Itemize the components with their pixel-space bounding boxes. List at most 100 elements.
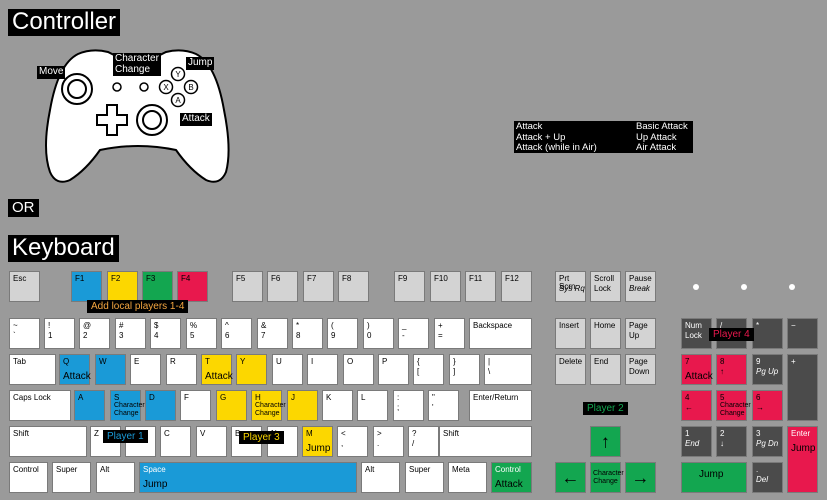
key-f8[interactable]: F8 (338, 271, 369, 302)
key-o[interactable]: O (343, 354, 374, 385)
key-esc[interactable]: Esc (9, 271, 40, 302)
key-f9[interactable]: F9 (394, 271, 425, 302)
key-tab[interactable]: Tab (9, 354, 56, 385)
key-right-shift[interactable]: Shift (439, 426, 532, 457)
key-g[interactable]: G (216, 390, 247, 421)
key-minus[interactable]: _- (398, 318, 429, 349)
key-9[interactable]: (9 (327, 318, 358, 349)
key-w[interactable]: W (95, 354, 126, 385)
key-f5[interactable]: F5 (232, 271, 263, 302)
key-8[interactable]: *8 (292, 318, 323, 349)
key-rbracket[interactable]: }] (449, 354, 480, 385)
key-j[interactable]: J (287, 390, 318, 421)
key-e[interactable]: E (130, 354, 161, 385)
key-3[interactable]: #3 (115, 318, 146, 349)
key-arrow-up[interactable]: ↑ (590, 426, 621, 457)
key-right-alt[interactable]: Alt (361, 462, 400, 493)
key-f10[interactable]: F10 (430, 271, 461, 302)
key-equal[interactable]: += (434, 318, 465, 349)
key-num-2[interactable]: 2↓ (716, 426, 747, 457)
key-y[interactable]: Y (236, 354, 267, 385)
key-f6[interactable]: F6 (267, 271, 298, 302)
key-7[interactable]: &7 (257, 318, 288, 349)
key-num-dot[interactable]: .Del (752, 462, 783, 493)
key-backslash[interactable]: |\ (484, 354, 532, 385)
key-4[interactable]: $4 (150, 318, 181, 349)
key-delete[interactable]: Delete (555, 354, 586, 385)
key-u[interactable]: U (272, 354, 303, 385)
key-insert[interactable]: Insert (555, 318, 586, 349)
key-left-super[interactable]: Super (52, 462, 91, 493)
key-left-shift[interactable]: Shift (9, 426, 87, 457)
key-home[interactable]: Home (590, 318, 621, 349)
key-f[interactable]: F (180, 390, 211, 421)
key-num-minus[interactable]: − (787, 318, 818, 349)
key-k[interactable]: K (322, 390, 353, 421)
key-6[interactable]: ^6 (221, 318, 252, 349)
key-tilde[interactable]: ~` (9, 318, 40, 349)
key-arrow-left[interactable]: ← (555, 462, 586, 493)
key-quote[interactable]: "' (428, 390, 459, 421)
key-arrow-down[interactable]: Character Change (590, 462, 624, 493)
key-f12[interactable]: F12 (501, 271, 532, 302)
key-num-6[interactable]: 6→ (752, 390, 783, 421)
key-1[interactable]: !1 (44, 318, 75, 349)
key-num-4[interactable]: 4← (681, 390, 712, 421)
key-f11[interactable]: F11 (465, 271, 496, 302)
key-left-alt[interactable]: Alt (96, 462, 135, 493)
key-enter-return[interactable]: Enter/Return (469, 390, 532, 421)
key-r[interactable]: R (166, 354, 197, 385)
legend-action: Attack (while in Air) (516, 142, 597, 153)
key-period[interactable]: >. (373, 426, 404, 457)
key-0[interactable]: )0 (363, 318, 394, 349)
key-f1[interactable]: F1 (71, 271, 102, 302)
key-f2[interactable]: F2 (107, 271, 138, 302)
key-l[interactable]: L (357, 390, 388, 421)
key-d[interactable]: D (145, 390, 176, 421)
key-5[interactable]: %5 (186, 318, 217, 349)
key-meta[interactable]: Meta (448, 462, 487, 493)
key-num-0[interactable]: Jump (681, 462, 747, 493)
key-backspace[interactable]: Backspace (469, 318, 532, 349)
key-comma[interactable]: <, (337, 426, 368, 457)
key-c[interactable]: C (160, 426, 191, 457)
key-end[interactable]: End (590, 354, 621, 385)
key-f7[interactable]: F7 (303, 271, 334, 302)
key-i[interactable]: I (307, 354, 338, 385)
key-f3[interactable]: F3 (142, 271, 173, 302)
key-num-star[interactable]: * (752, 318, 783, 349)
key-left-control[interactable]: Control (9, 462, 48, 493)
key-lbracket[interactable]: {[ (413, 354, 444, 385)
key-p[interactable]: P (378, 354, 409, 385)
key-semicolon[interactable]: :; (393, 390, 424, 421)
key-slash[interactable]: ?/ (408, 426, 439, 457)
key-num-plus[interactable]: + (787, 354, 818, 421)
key-v[interactable]: V (196, 426, 227, 457)
key-2[interactable]: @2 (79, 318, 110, 349)
key-num-8[interactable]: 8↑ (716, 354, 747, 385)
key-a[interactable]: A (74, 390, 105, 421)
key-f4[interactable]: F4 (177, 271, 208, 302)
key-caps-lock[interactable]: Caps Lock (9, 390, 71, 421)
key-arrow-right[interactable]: → (625, 462, 656, 493)
key-right-super[interactable]: Super (405, 462, 444, 493)
